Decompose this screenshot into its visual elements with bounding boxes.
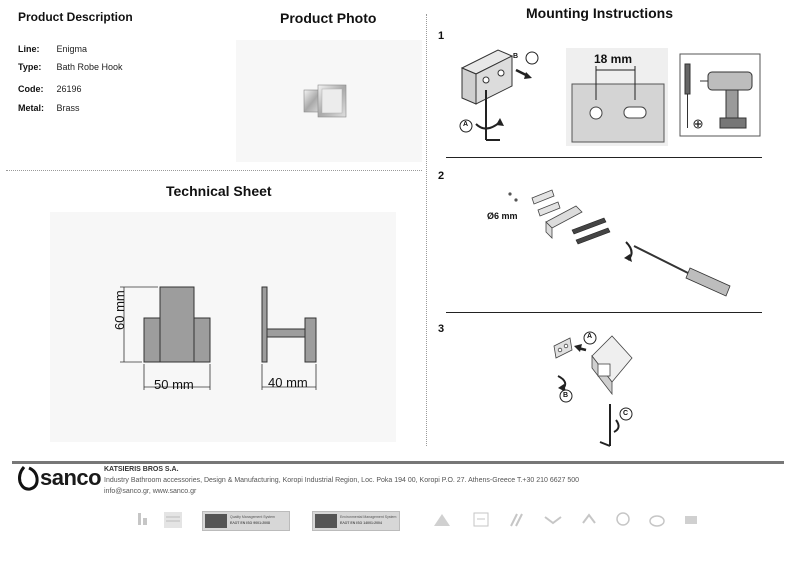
step-divider-1	[446, 157, 762, 158]
spec-type-key: Type:	[18, 62, 42, 72]
spec-metal-key: Metal:	[18, 103, 45, 113]
cert2-line1: Environmental Management System	[340, 515, 397, 519]
step-2-illustration	[508, 189, 731, 297]
badge-arrow-icon	[578, 510, 600, 530]
badge-chevron-icon	[542, 510, 564, 530]
mounting-instructions-title: Mounting Instructions	[526, 5, 673, 21]
height-dimension	[120, 286, 158, 363]
product-description-title: Product Description	[18, 10, 133, 24]
spec-code: Code: 26196	[18, 84, 82, 94]
technical-drawing	[50, 212, 396, 442]
technical-drawing-svg	[120, 286, 317, 390]
badge-icon	[132, 510, 154, 530]
step-3-illustration	[553, 331, 633, 447]
spec-line-key: Line:	[18, 44, 40, 54]
company-name: KATSIERIS BROS S.A.	[104, 466, 179, 473]
hook-cover-icon	[591, 335, 633, 396]
badge-stripes-icon	[506, 510, 528, 530]
step-1-label-b: B	[513, 53, 519, 60]
product-photo	[236, 40, 422, 162]
allen-key-icon	[485, 90, 500, 141]
step-3-label-c: C	[623, 410, 629, 417]
screwdriver-icon	[633, 245, 731, 297]
mounting-plate-icon	[566, 48, 668, 146]
cert2-line2: ΕΛΟΤ ΕΝ ISO 14001:2004	[340, 521, 382, 525]
badge-100-icon	[162, 510, 184, 530]
drill-size-label: Ø6 mm	[487, 211, 518, 221]
rotate-arrow-c-icon	[613, 419, 620, 433]
step-2-number: 2	[438, 170, 445, 182]
spec-line: Line: Enigma	[18, 44, 87, 54]
height-label: 60 mm	[112, 290, 127, 330]
spec-metal-value: Brass	[56, 103, 80, 113]
footer-bar	[12, 461, 784, 464]
step-3-label-a: A	[587, 333, 593, 340]
width-label: 50 mm	[154, 377, 194, 392]
company-contact: info@sanco.gr, www.sanco.gr	[104, 488, 197, 495]
step-3-number: 3	[438, 323, 445, 335]
badge-faucet-icon	[680, 510, 702, 530]
badge-mountain-icon	[432, 510, 454, 530]
brand-name: sanco	[40, 465, 102, 490]
step-3-label-b: B	[563, 392, 569, 399]
screw-icon	[571, 217, 611, 245]
spacing-label: 18 mm	[594, 52, 633, 66]
rotate-arrow-icon	[475, 121, 501, 130]
iso-9001-cert: Quality Management System ΕΛΟΤ ΕΝ ISO 90…	[202, 511, 290, 531]
badge-drop-icon	[612, 510, 634, 530]
badge-years-icon	[470, 510, 492, 530]
step-1-label-a: A	[463, 121, 469, 128]
allen-key-icon	[599, 404, 611, 447]
bracket-icon	[545, 205, 583, 239]
iso-14001-cert: Environmental Management System ΕΛΟΤ ΕΝ …	[312, 511, 400, 531]
depth-label: 40 mm	[268, 375, 308, 390]
technical-sheet-title: Technical Sheet	[166, 183, 272, 199]
side-view	[261, 286, 317, 363]
spec-line-value: Enigma	[56, 44, 88, 54]
depth-dimension	[261, 364, 317, 390]
front-view	[143, 286, 211, 363]
spec-code-value: 26196	[56, 84, 82, 94]
badge-swirl-icon	[646, 510, 668, 530]
screwdriver-icon	[684, 63, 691, 128]
hook-photo-icon	[303, 84, 347, 118]
drill-icon	[700, 71, 753, 129]
spec-type-value: Bath Robe Hook	[56, 62, 123, 72]
width-dimension	[143, 364, 211, 390]
cert1-line2: ΕΛΟΤ ΕΝ ISO 9001:2008	[230, 521, 270, 525]
horizontal-divider	[6, 170, 422, 171]
sanco-logo-icon	[18, 466, 39, 491]
company-address: Industry Bathroom accessories, Design & …	[104, 477, 580, 484]
wall-plug-icon	[531, 189, 561, 217]
spec-type: Type: Bath Robe Hook	[18, 62, 123, 72]
step-1-illustration	[459, 48, 761, 146]
bracket-icon	[553, 337, 573, 359]
spec-code-key: Code:	[18, 84, 44, 94]
spec-metal: Metal: Brass	[18, 103, 80, 113]
product-photo-title: Product Photo	[280, 10, 377, 26]
step-divider-2	[446, 312, 762, 313]
vertical-divider	[426, 14, 427, 446]
cert1-line1: Quality Management System	[230, 515, 275, 519]
step-1-number: 1	[438, 30, 445, 42]
